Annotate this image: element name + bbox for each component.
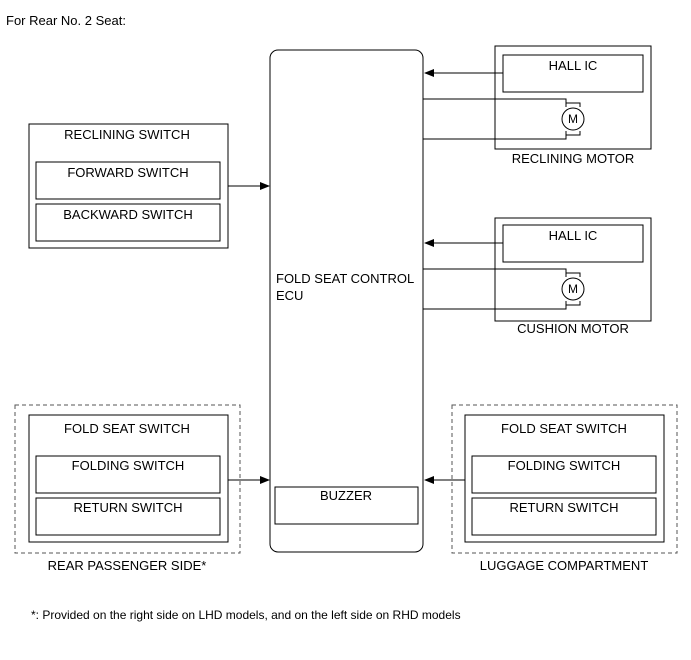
luggage-return-switch-box	[471, 497, 657, 536]
reclining-motor-wire-bottom	[423, 135, 567, 140]
fold-seat-control-ecu: FOLD SEAT CONTROL ECU BUZZER	[269, 49, 424, 553]
backward-switch-label: BACKWARD SWITCH	[63, 207, 193, 222]
buzzer-box	[274, 486, 419, 525]
forward-switch-label: FORWARD SWITCH	[67, 165, 188, 180]
reclining-motor-caption: RECLINING MOTOR	[512, 151, 635, 166]
rear-folding-switch-label: FOLDING SWITCH	[72, 458, 185, 473]
luggage-fold-seat-switch: FOLD SEAT SWITCH FOLDING SWITCH RETURN S…	[451, 404, 678, 573]
cushion-motor-wire-bottom	[423, 305, 567, 310]
ecu-label-line1: FOLD SEAT CONTROL	[276, 271, 414, 286]
backward-switch-box	[35, 203, 221, 242]
ecu-label-line2: ECU	[276, 288, 303, 303]
rear-return-switch-label: RETURN SWITCH	[73, 500, 182, 515]
reclining-motor-symbol	[561, 107, 585, 131]
rear-passenger-fold-seat-switch: FOLD SEAT SWITCH FOLDING SWITCH RETURN S…	[14, 404, 241, 573]
cushion-motor-caption: CUSHION MOTOR	[517, 321, 629, 336]
rear-fold-seat-switch-title: FOLD SEAT SWITCH	[64, 421, 190, 436]
cushion-motor-terminal-top	[565, 272, 581, 277]
rear-fold-seat-switch-box	[28, 414, 229, 543]
reclining-switch-box	[28, 123, 229, 249]
reclining-switch: RECLINING SWITCH FORWARD SWITCH BACKWARD…	[28, 123, 229, 249]
reclining-switch-title: RECLINING SWITCH	[64, 127, 190, 142]
reclining-motor-terminal-bottom	[565, 131, 581, 136]
diagram-title: For Rear No. 2 Seat:	[6, 13, 126, 28]
luggage-caption: LUGGAGE COMPARTMENT	[480, 558, 649, 573]
reclining-motor-terminal-top	[565, 102, 581, 107]
reclining-motor-m: M	[568, 112, 578, 126]
reclining-hall-ic-label: HALL IC	[549, 58, 598, 73]
luggage-folding-switch-box	[471, 455, 657, 494]
rear-passenger-caption: REAR PASSENGER SIDE*	[48, 558, 207, 573]
rear-folding-switch-box	[35, 455, 221, 494]
reclining-motor: HALL IC M RECLINING MOTOR	[494, 45, 652, 166]
cushion-motor: HALL IC M CUSHION MOTOR	[494, 217, 652, 336]
luggage-fold-seat-switch-box	[464, 414, 665, 543]
luggage-dashed-frame	[451, 404, 678, 554]
footnote: *: Provided on the right side on LHD mod…	[31, 608, 461, 622]
reclining-motor-wire-top	[423, 98, 567, 103]
luggage-fold-seat-switch-title: FOLD SEAT SWITCH	[501, 421, 627, 436]
cushion-motor-wire-top	[423, 268, 567, 273]
cushion-motor-m: M	[568, 282, 578, 296]
cushion-motor-terminal-bottom	[565, 301, 581, 306]
rear-passenger-dashed-frame	[14, 404, 241, 554]
rear-return-switch-box	[35, 497, 221, 536]
buzzer-label: BUZZER	[320, 488, 372, 503]
luggage-return-switch-label: RETURN SWITCH	[509, 500, 618, 515]
reclining-motor-box	[494, 45, 652, 150]
luggage-folding-switch-label: FOLDING SWITCH	[508, 458, 621, 473]
cushion-hall-ic-label: HALL IC	[549, 228, 598, 243]
cushion-motor-symbol	[561, 277, 585, 301]
forward-switch-box	[35, 161, 221, 200]
ecu-box	[269, 49, 424, 553]
